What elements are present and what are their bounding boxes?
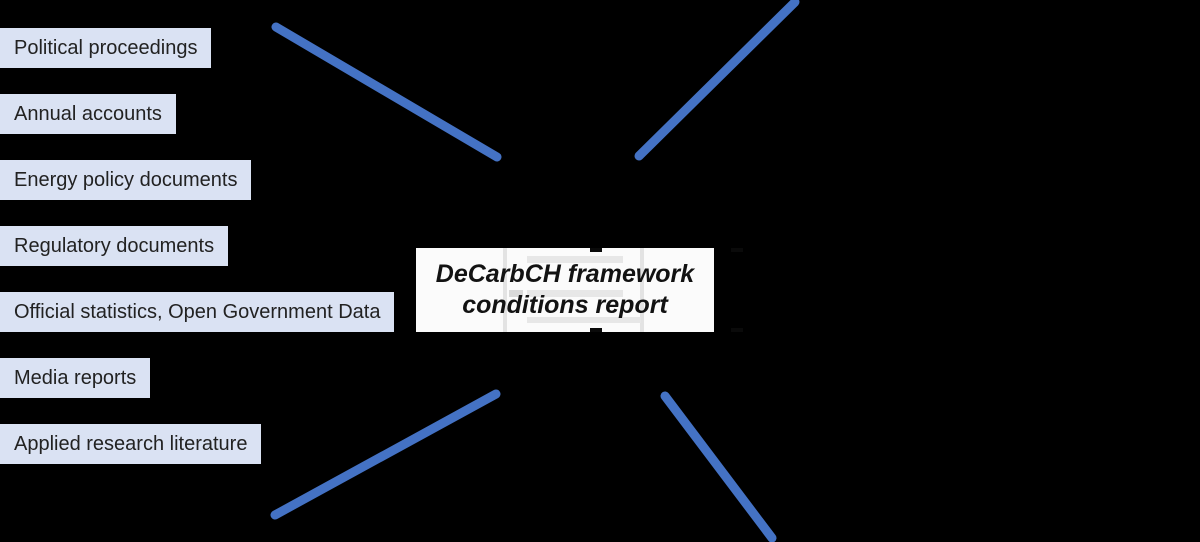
document-text-line — [527, 256, 623, 263]
document-text-line — [527, 317, 641, 323]
source-label: Political proceedings — [14, 36, 198, 59]
document-page-icon — [503, 248, 743, 332]
document-corner-mark — [590, 328, 602, 332]
report-node: DeCarbCH framework conditions report — [416, 248, 743, 332]
connector-top-left — [271, 22, 502, 162]
connector-bottom-left — [270, 389, 501, 520]
source-box: Annual accounts — [0, 94, 176, 134]
connector-top-right — [634, 0, 800, 161]
document-text-line — [509, 290, 523, 297]
source-label: Annual accounts — [14, 102, 162, 125]
report-title-line2: conditions report — [462, 291, 668, 319]
source-label: Applied research literature — [14, 432, 248, 455]
source-box: Political proceedings — [0, 28, 212, 68]
source-box: Media reports — [0, 358, 151, 398]
source-list: Political proceedings Annual accounts En… — [0, 28, 395, 464]
source-label: Regulatory documents — [14, 234, 215, 257]
document-corner-mark — [590, 248, 602, 252]
source-box: Official statistics, Open Government Dat… — [0, 292, 395, 332]
source-label: Energy policy documents — [14, 168, 238, 191]
document-corner-mark — [731, 328, 743, 332]
connector-bottom-right — [660, 391, 777, 542]
document-corner-mark — [731, 248, 743, 252]
report-node-title: DeCarbCH framework conditions report — [416, 248, 714, 332]
source-box: Regulatory documents — [0, 226, 229, 266]
source-box: Applied research literature — [0, 424, 262, 464]
source-box: Energy policy documents — [0, 160, 252, 200]
source-label: Official statistics, Open Government Dat… — [14, 300, 381, 323]
document-text-line — [527, 290, 623, 297]
source-label: Media reports — [14, 366, 137, 389]
report-title-line1: DeCarbCH framework — [435, 260, 695, 288]
